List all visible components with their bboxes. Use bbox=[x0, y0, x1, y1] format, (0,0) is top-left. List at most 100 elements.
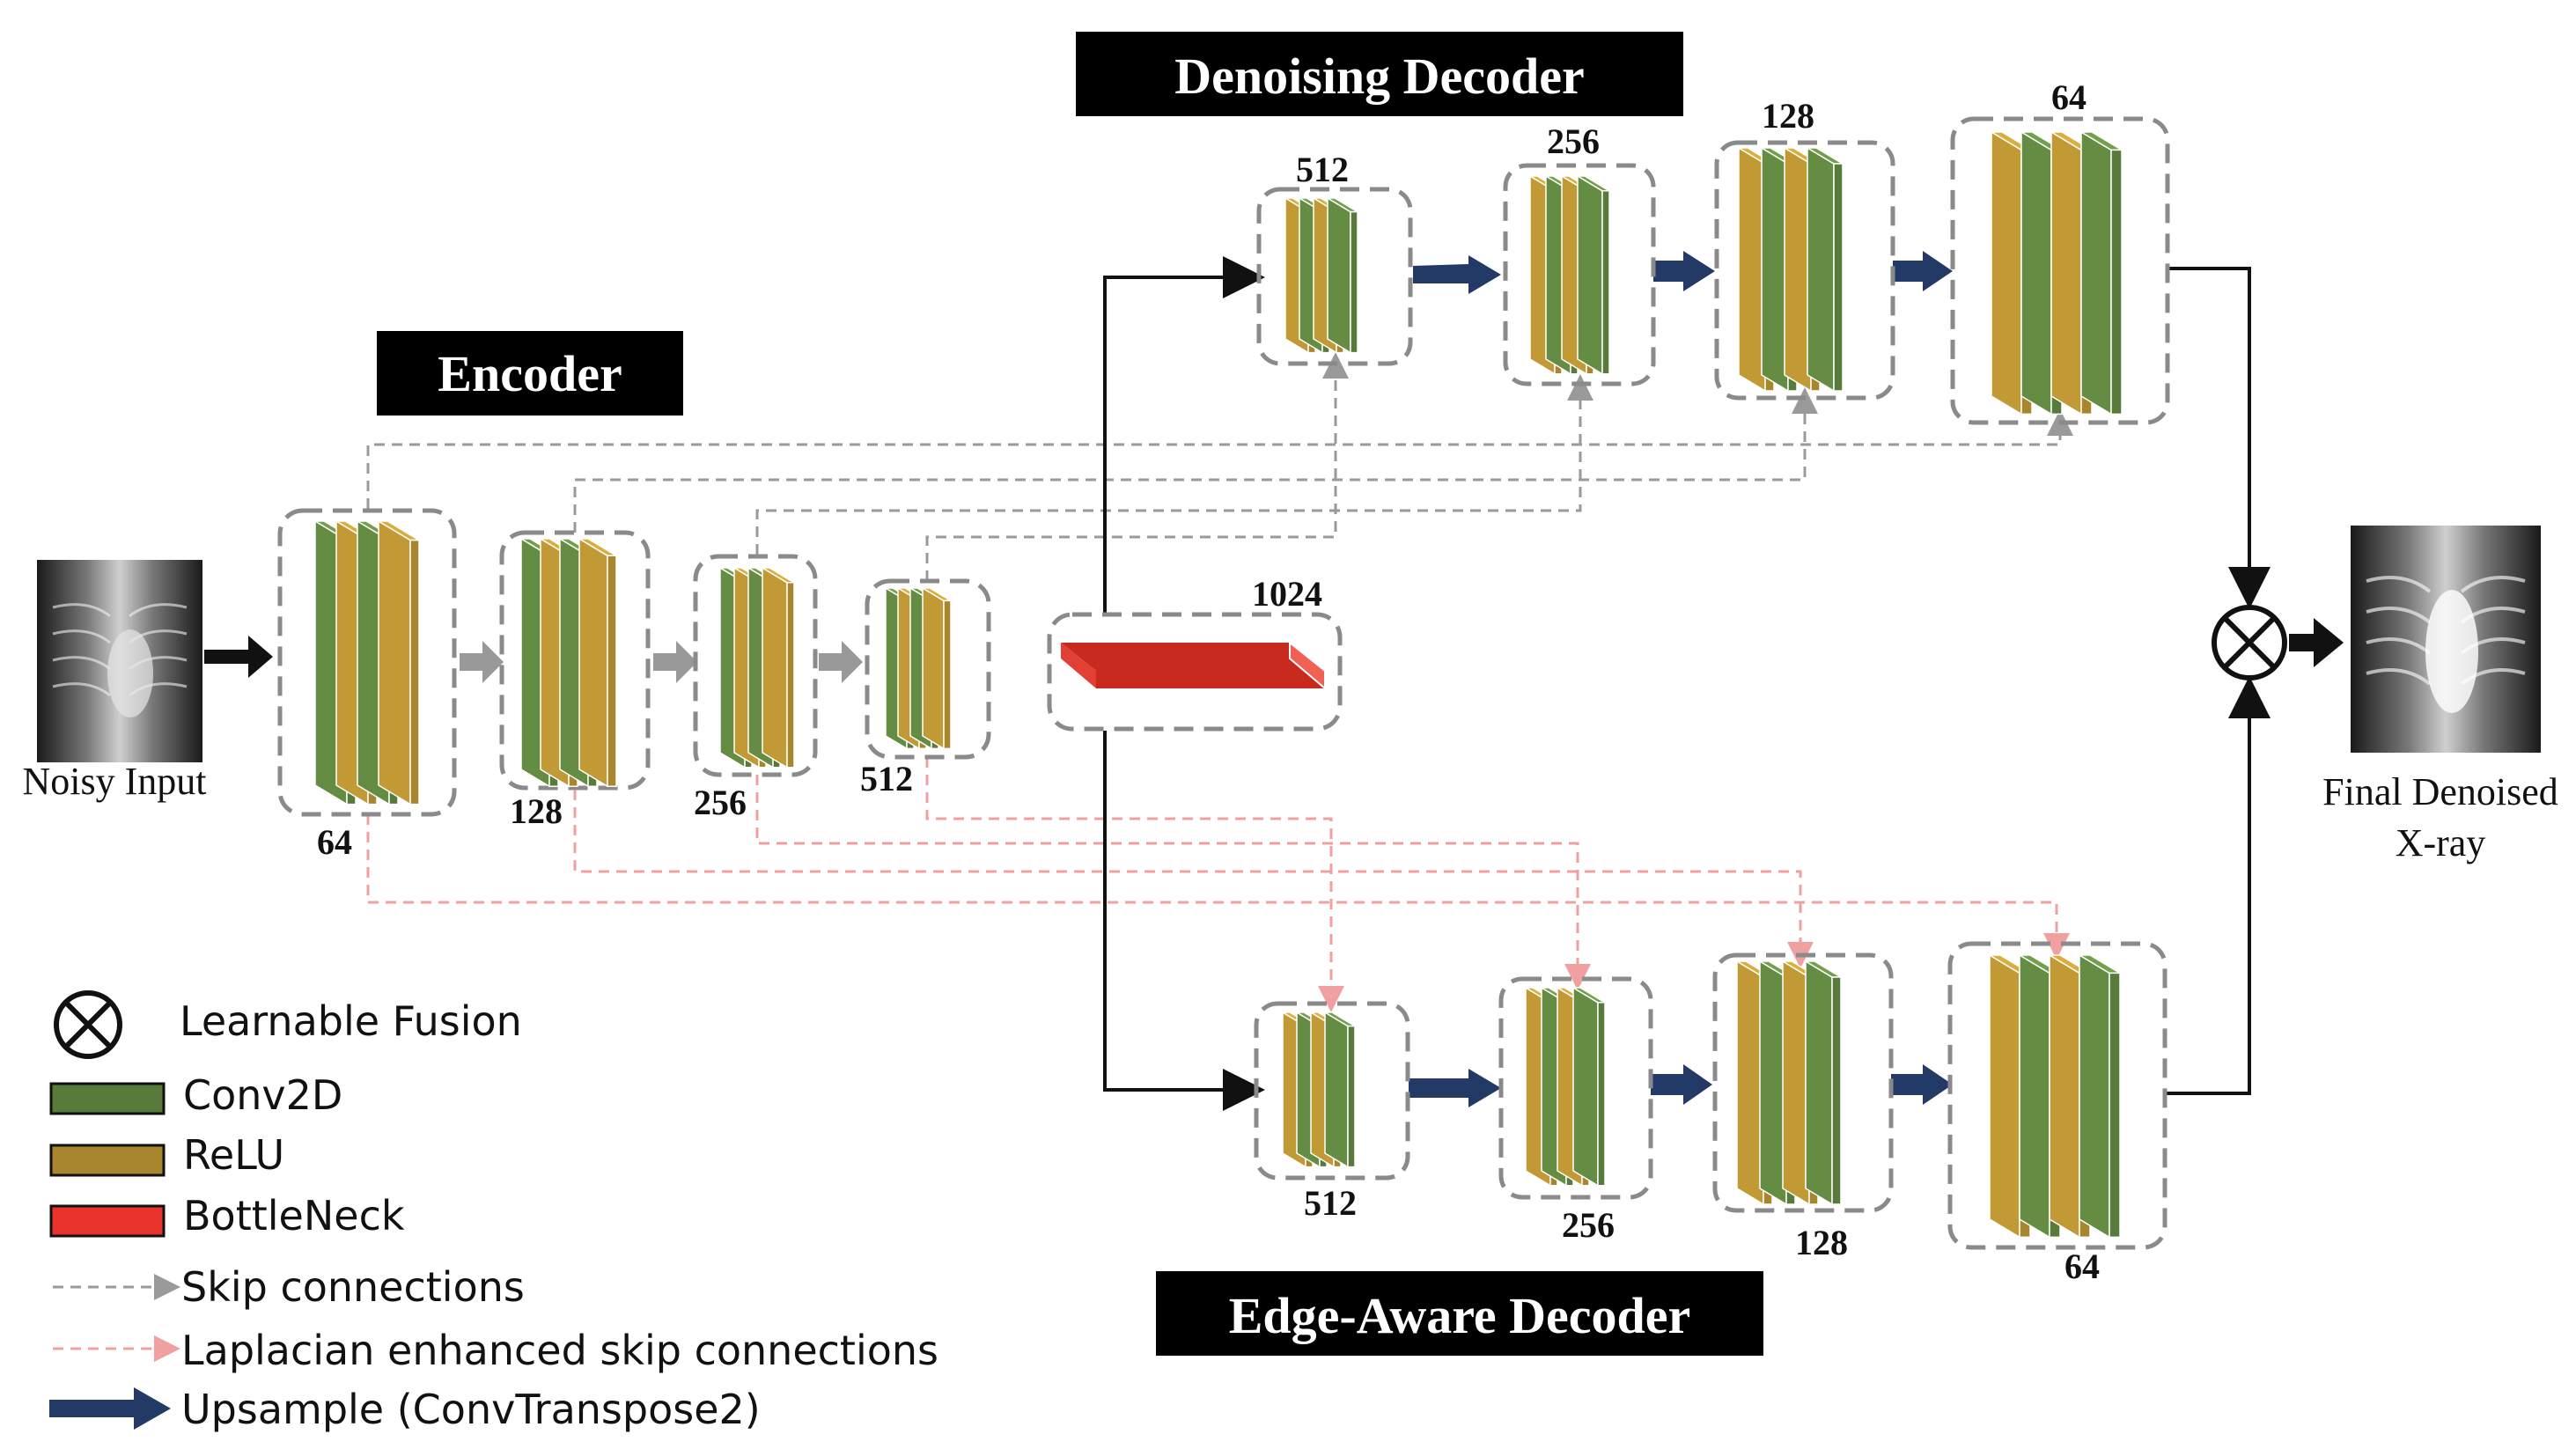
block-containers bbox=[277, 116, 2170, 1250]
bottleneck-slab bbox=[1061, 640, 1326, 691]
legend-bottleneck: BottleNeck bbox=[49, 1192, 405, 1239]
legend-fusion: Learnable Fusion bbox=[54, 990, 522, 1059]
upsample-arrow bbox=[1409, 1069, 1501, 1107]
input-caption: Noisy Input bbox=[23, 760, 207, 803]
edge-channels-2: 256 bbox=[1562, 1205, 1615, 1245]
edge-channels-1: 512 bbox=[1304, 1183, 1357, 1223]
layer-side-face bbox=[2020, 130, 2052, 416]
svg-text:Learnable Fusion: Learnable Fusion bbox=[180, 997, 522, 1045]
encoder-block-3 bbox=[693, 554, 818, 777]
svg-text:Skip connections: Skip connections bbox=[181, 1263, 525, 1311]
layer-side-face bbox=[1989, 953, 2020, 1239]
upsample-arrow bbox=[1893, 251, 1953, 291]
layer-front-face bbox=[943, 599, 952, 750]
edge-block-128 bbox=[1712, 953, 1894, 1213]
layer-side-face bbox=[2049, 953, 2080, 1239]
decoder-outputs bbox=[2166, 267, 2271, 1095]
layer-front-face bbox=[1347, 1025, 1356, 1168]
svg-text:Denoising Decoder: Denoising Decoder bbox=[1174, 48, 1585, 105]
layer-side-face bbox=[1991, 130, 2022, 416]
legend-laplacian: Laplacian enhanced skip connections bbox=[53, 1327, 938, 1374]
edge-block-512 bbox=[1254, 1001, 1410, 1181]
encoder-block-1 bbox=[277, 508, 457, 817]
layer-side-face bbox=[2080, 130, 2112, 416]
encoder-title: Encoder bbox=[377, 331, 683, 416]
legend-conv: Conv2D bbox=[49, 1071, 342, 1119]
svg-text:Upsample (ConvTranspose2): Upsample (ConvTranspose2) bbox=[181, 1386, 761, 1433]
layer-front-face bbox=[2110, 149, 2123, 416]
denoise-block-256 bbox=[1503, 163, 1656, 386]
encoder-channels-3: 256 bbox=[694, 783, 747, 822]
layer-side-face bbox=[922, 586, 945, 750]
layer-side-face bbox=[1324, 1011, 1349, 1168]
svg-text:Conv2D: Conv2D bbox=[183, 1071, 342, 1119]
layer-side-face bbox=[1577, 174, 1603, 376]
edge-block-256 bbox=[1498, 976, 1653, 1200]
layer-slabs bbox=[313, 130, 2124, 1239]
layer-side-face bbox=[1327, 196, 1351, 354]
output-image bbox=[2351, 526, 2541, 753]
denoise-channels-3: 128 bbox=[1762, 96, 1814, 136]
encoder-downsample-arrow bbox=[819, 641, 863, 683]
denoising-decoder-title: Denoising Decoder bbox=[1076, 32, 1683, 116]
encoder-channels-1: 64 bbox=[317, 822, 352, 862]
layer-side-face bbox=[1807, 146, 1835, 393]
upsample-arrow bbox=[1651, 1064, 1712, 1105]
layer-front-face bbox=[1601, 190, 1610, 375]
layer-side-face bbox=[2050, 130, 2082, 416]
layer-side-face bbox=[1572, 986, 1599, 1188]
noisy-input-image bbox=[37, 560, 202, 762]
encoder-channels-4: 512 bbox=[860, 759, 913, 798]
laplacian-skip-connections bbox=[366, 757, 2070, 1012]
legend-skip: Skip connections bbox=[53, 1263, 525, 1311]
layer-front-face bbox=[2109, 972, 2121, 1239]
denoise-channels-4: 64 bbox=[2051, 77, 2087, 117]
layer-side-face bbox=[578, 537, 608, 788]
output-caption-line-1: Final Denoised bbox=[2322, 770, 2558, 813]
edge-channels-4: 64 bbox=[2064, 1247, 2100, 1286]
layer-front-face bbox=[1833, 163, 1844, 392]
edge-channels-3: 128 bbox=[1795, 1223, 1848, 1262]
svg-text:Edge-Aware Decoder: Edge-Aware Decoder bbox=[1229, 1287, 1691, 1344]
svg-text:Laplacian enhanced skip connec: Laplacian enhanced skip connections bbox=[181, 1327, 938, 1374]
input-arrow bbox=[204, 636, 273, 678]
output-arrow bbox=[2289, 618, 2344, 667]
bottleneck-channels: 1024 bbox=[1252, 574, 1322, 614]
upsample-arrow bbox=[1891, 1064, 1953, 1105]
encoder-flow-arrows bbox=[460, 641, 863, 683]
upsample-arrows bbox=[1409, 251, 1953, 1107]
encoder-downsample-arrow bbox=[460, 641, 504, 683]
legend-relu-swatch bbox=[49, 1144, 166, 1177]
svg-text:Encoder: Encoder bbox=[438, 345, 622, 402]
layer-front-face bbox=[607, 555, 617, 787]
output-caption-line-2: X-ray bbox=[2396, 821, 2486, 864]
svg-text:BottleNeck: BottleNeck bbox=[183, 1192, 405, 1239]
svg-text:ReLU: ReLU bbox=[183, 1131, 284, 1179]
denoise-block-512 bbox=[1256, 187, 1413, 366]
layer-front-face bbox=[409, 539, 420, 805]
layer-side-face bbox=[1805, 960, 1833, 1206]
denoise-block-128 bbox=[1714, 140, 1895, 401]
layer-front-face bbox=[1350, 210, 1358, 354]
encoder-block-2 bbox=[499, 530, 651, 791]
legend: Learnable Fusion Conv2D ReLU BottleNeck … bbox=[49, 990, 938, 1433]
denoise-block-64 bbox=[1950, 116, 2170, 425]
encoder-channels-2: 128 bbox=[510, 791, 563, 831]
edge-block-64 bbox=[1947, 941, 2168, 1250]
bottleneck-branches bbox=[1103, 256, 1265, 1111]
layer-side-face bbox=[762, 566, 788, 769]
skip-connections bbox=[366, 352, 2073, 581]
legend-bottleneck-swatch bbox=[49, 1204, 166, 1238]
layer-front-face bbox=[786, 582, 795, 769]
encoder-block-4 bbox=[865, 578, 991, 760]
layer-side-face bbox=[2019, 953, 2050, 1239]
fusion-symbol bbox=[2212, 605, 2287, 680]
legend-relu: ReLU bbox=[49, 1131, 284, 1179]
encoder-downsample-arrow bbox=[653, 641, 697, 683]
bottleneck-block bbox=[1047, 612, 1343, 732]
legend-upsample-arrow bbox=[49, 1387, 171, 1430]
denoise-channels-1: 512 bbox=[1296, 150, 1349, 189]
legend-conv-swatch bbox=[49, 1082, 166, 1115]
edge-decoder-title: Edge-Aware Decoder bbox=[1156, 1271, 1763, 1356]
